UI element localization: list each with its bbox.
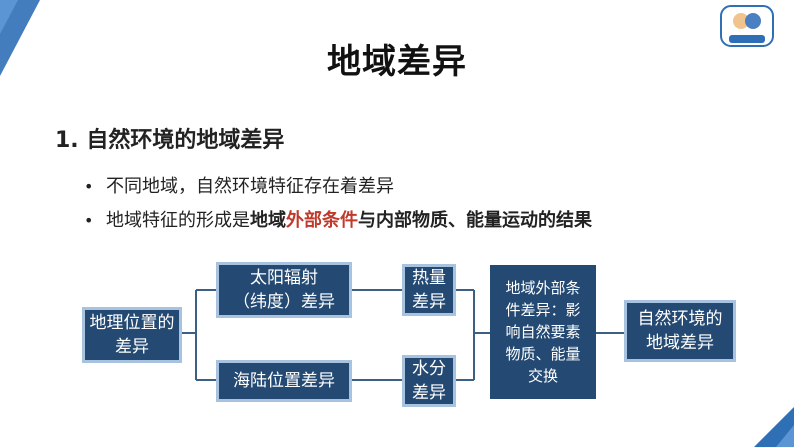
box-water-line1: 水分 (412, 359, 446, 379)
box-external-line5: 交换 (527, 367, 558, 385)
box-heat-line1: 热量 (412, 268, 446, 288)
box-external-conditions: 地域外部条 件差异：影 响自然要素 物质、能量 交换 (490, 265, 596, 399)
box-external-line3: 响自然要素 (505, 323, 581, 341)
box-location-line2: 差异 (115, 337, 149, 357)
box-heat-line2: 差异 (412, 292, 446, 312)
logo (720, 5, 774, 47)
box-landsea-line1: 海陆位置差异 (233, 371, 335, 391)
bullet-list: • 不同地域，自然环境特征存在着差异 • 地域特征的形成是地域外部条件与内部物质… (84, 170, 592, 238)
corner-decoration-bottom-right (754, 407, 794, 447)
box-external-line2: 件差异：影 (505, 301, 581, 319)
section-heading: 1. 自然环境的地域差异 (55, 128, 285, 153)
bullet-dot-icon: • (84, 211, 94, 230)
box-latitude-line2: （纬度）差异 (233, 292, 335, 312)
corner-decoration-top-left (0, 0, 40, 76)
bullet-item: • 不同地域，自然环境特征存在着差异 (84, 170, 592, 204)
box-result-line2: 地域差异 (646, 333, 714, 353)
box-location-difference: 地理位置的 差异 (82, 307, 182, 363)
box-external-line1: 地域外部条 (505, 279, 581, 297)
bullet-item: • 地域特征的形成是地域外部条件与内部物质、能量运动的结果 (84, 204, 592, 238)
box-latitude-difference: 太阳辐射 （纬度）差异 (216, 262, 352, 318)
bullet-text-emphasis: 外部条件 (286, 210, 358, 231)
box-regional-difference-result: 自然环境的 地域差异 (624, 300, 736, 362)
bullet-text-bold: 与内部物质、能量运动的结果 (358, 210, 592, 231)
box-latitude-line1: 太阳辐射 (250, 268, 318, 288)
box-result-line1: 自然环境的 (637, 309, 723, 329)
box-landsea-difference: 海陆位置差异 (216, 360, 352, 402)
box-water-difference: 水分 差异 (402, 355, 456, 407)
bullet-dot-icon: • (84, 177, 94, 196)
bullet-text: 不同地域，自然环境特征存在着差异 (106, 176, 394, 197)
bullet-text-plain: 地域特征的形成是 (106, 210, 250, 231)
bullet-text-bold: 地域 (250, 210, 286, 231)
box-location-line1: 地理位置的 (89, 313, 175, 333)
box-water-line2: 差异 (412, 383, 446, 403)
slide-title: 地域差异 (327, 42, 467, 82)
box-heat-difference: 热量 差异 (402, 264, 456, 316)
box-external-line4: 物质、能量 (505, 345, 581, 363)
